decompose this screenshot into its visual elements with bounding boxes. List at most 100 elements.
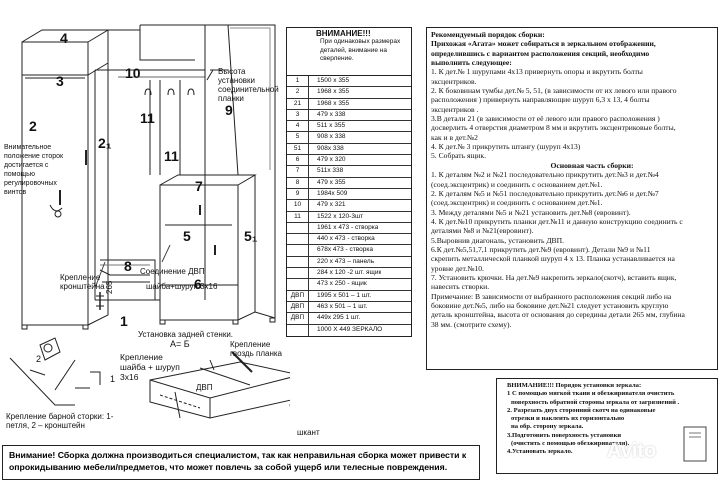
main-assembly-heading: Основная часть сборки: bbox=[550, 160, 634, 170]
part-size: 1968 х 355 bbox=[317, 88, 350, 96]
instructions-line: 1. К деталям №2 и №21 последовательно пр… bbox=[431, 170, 659, 180]
table-row: 1000 Х 449 ЗЕРКАЛО bbox=[287, 324, 411, 336]
safety-warning: Внимание! Сборка должна производиться сп… bbox=[2, 445, 480, 480]
instructions-line: 2. К деталям №5 и №51 последовательно пр… bbox=[431, 188, 659, 198]
part-label-6: 6 bbox=[194, 276, 202, 292]
part-label-2: 2 bbox=[29, 118, 37, 134]
instructions-line: (соед.эксцентрик) и соединить с основани… bbox=[431, 179, 603, 189]
mirror-step: 2. Разрезать двух сторонний скотч на оди… bbox=[507, 406, 656, 414]
part-size: 479 х 338 bbox=[317, 110, 346, 118]
part-number bbox=[287, 222, 309, 234]
assembly-instructions: Рекомендуемый порядок сборки: Прихожая «… bbox=[426, 27, 718, 370]
warning-line-2: опрокидыванию мебели/предметов, что може… bbox=[9, 462, 448, 472]
drawer-detail bbox=[149, 351, 290, 419]
instructions-line: Прихожая «Агата» может собираться в зерк… bbox=[431, 39, 656, 49]
dvp-label: ДВП bbox=[196, 383, 213, 392]
parts-note: При одинаковых размерах деталей, внимани… bbox=[320, 38, 401, 62]
part-size: 908х 338 bbox=[317, 144, 344, 152]
instructions-line: 7. Установить крючки. На дет.№9 накрепит… bbox=[431, 272, 677, 282]
part-size: 473 х 250 - ящик bbox=[317, 280, 367, 288]
table-row: 1961 х 473 - створка bbox=[287, 222, 411, 235]
part-number: ДВП bbox=[287, 301, 309, 313]
instructions-line: эксцентриков . bbox=[431, 104, 479, 114]
instructions-line: Примечание: В зависимости от выбранного … bbox=[431, 291, 672, 301]
mirror-step: 3.Подготовить поверхность установки bbox=[507, 431, 622, 439]
part-size: 511х 338 bbox=[317, 167, 344, 175]
table-row: 7 511х 338 bbox=[287, 166, 411, 178]
part-size: 220 х 473 – панель bbox=[317, 257, 375, 265]
instructions-line: 3. Между деталями №5 и №21 установить де… bbox=[431, 207, 631, 217]
table-row: 1 1500 х 355 bbox=[287, 76, 411, 88]
part-label-11-a: 11 bbox=[140, 110, 155, 126]
part-size: 1522 х 120-3шт bbox=[317, 212, 364, 220]
part-number: ДВП bbox=[287, 313, 309, 324]
table-row: 284 х 120 -2 шт. ящик bbox=[287, 268, 411, 280]
back-panel-note: Установка задней стенки. bbox=[138, 330, 234, 339]
parts-title: ВНИМАНИЕ!!! bbox=[316, 29, 371, 38]
warning-line-1: Внимание! Сборка должна производиться сп… bbox=[9, 450, 467, 460]
mirror-icon bbox=[683, 426, 707, 462]
part-number bbox=[287, 279, 309, 290]
part-number bbox=[287, 324, 309, 336]
part-size: 1000 Х 449 ЗЕРКАЛО bbox=[317, 325, 383, 333]
part-size: 284 х 120 -2 шт. ящик bbox=[317, 269, 382, 277]
instructions-line: уровне дет.№10. bbox=[431, 263, 484, 273]
middle-section bbox=[94, 24, 206, 301]
mirror-heading: ВНИМАНИЕ!!! Порядок установки зеркала: bbox=[507, 382, 642, 389]
instructions-line: деталь кронштейна, высота от основания д… bbox=[431, 310, 685, 320]
table-row: 6 479 х 320 bbox=[287, 155, 411, 167]
parts-table-header: ВНИМАНИЕ!!! При одинаковых размерах дета… bbox=[287, 28, 411, 76]
part-size: 440 х 473 - створка bbox=[317, 235, 375, 243]
part-label-1: 1 bbox=[120, 313, 128, 329]
parts-table: ВНИМАНИЕ!!! При одинаковых размерах дета… bbox=[286, 27, 412, 337]
washer-screw-note: шайба+шуруп 3х16 bbox=[146, 282, 218, 291]
mirror-step: отрезки и наклеить их горизонтально bbox=[511, 415, 625, 423]
part-number: 6 bbox=[287, 155, 309, 166]
part-label-7: 7 bbox=[195, 178, 203, 194]
mirror-install-box: ВНИМАНИЕ!!! Порядок установки зеркала: 1… bbox=[496, 378, 718, 474]
nail-strip-label: Крепление гвоздь планка bbox=[230, 340, 282, 358]
instructions-line: 38 мм. (смотрите схему). bbox=[431, 319, 512, 329]
table-row: 220 х 473 – панель bbox=[287, 256, 411, 269]
part-size: 1500 х 355 bbox=[317, 77, 350, 84]
assembly-drawing bbox=[9, 24, 290, 419]
bracket-note: Крепление кронштейна bbox=[60, 273, 105, 291]
part-size: 479 х 320 bbox=[317, 156, 346, 164]
mirror-step: 4.Установать зеркало. bbox=[507, 448, 573, 456]
part-number bbox=[287, 234, 309, 245]
instructions-line: как и в дет.№2 bbox=[431, 132, 478, 142]
instructions-line: расположения ) привернуть направляющие ш… bbox=[431, 95, 650, 105]
part-label-10: 10 bbox=[125, 65, 141, 81]
table-row: 11 1522 х 120-3шт bbox=[287, 211, 411, 223]
hinge-marker: 2 bbox=[36, 354, 42, 364]
instructions-line: боковине дет.№5, либо на боковине дет.№2… bbox=[431, 300, 669, 310]
part-number: 7 bbox=[287, 166, 309, 177]
part-size: 479 х 355 bbox=[317, 178, 346, 186]
part-size: 1968 х 355 bbox=[317, 99, 350, 107]
instructions-line: выполнить следующее: bbox=[431, 58, 512, 68]
part-number bbox=[287, 245, 309, 256]
part-number: 1 bbox=[287, 76, 309, 87]
part-label-3: 3 bbox=[56, 73, 64, 89]
part-size: 449х 295 1 шт. bbox=[317, 314, 361, 322]
part-number: 11 bbox=[287, 211, 309, 222]
instructions-heading: Рекомендуемый порядок сборки: bbox=[431, 30, 545, 39]
instructions-line: 5.Выровнив диагональ, установить ДВП. bbox=[431, 235, 564, 245]
mount-label: Крепление шайба + шуруп 3х16 bbox=[120, 352, 180, 382]
instructions-line: навесить створки. bbox=[431, 282, 490, 292]
instructions-line: 3.В детали 21 (в зависимости от её левог… bbox=[431, 114, 660, 124]
part-label-5: 5 bbox=[183, 228, 191, 244]
bar-rod-detail bbox=[9, 337, 101, 406]
part-size: 1984х 509 bbox=[317, 189, 348, 197]
part-number: 4 bbox=[287, 121, 309, 132]
instructions-line: эксцентриков. bbox=[431, 76, 477, 86]
part-size: 479 х 321 bbox=[317, 201, 346, 209]
